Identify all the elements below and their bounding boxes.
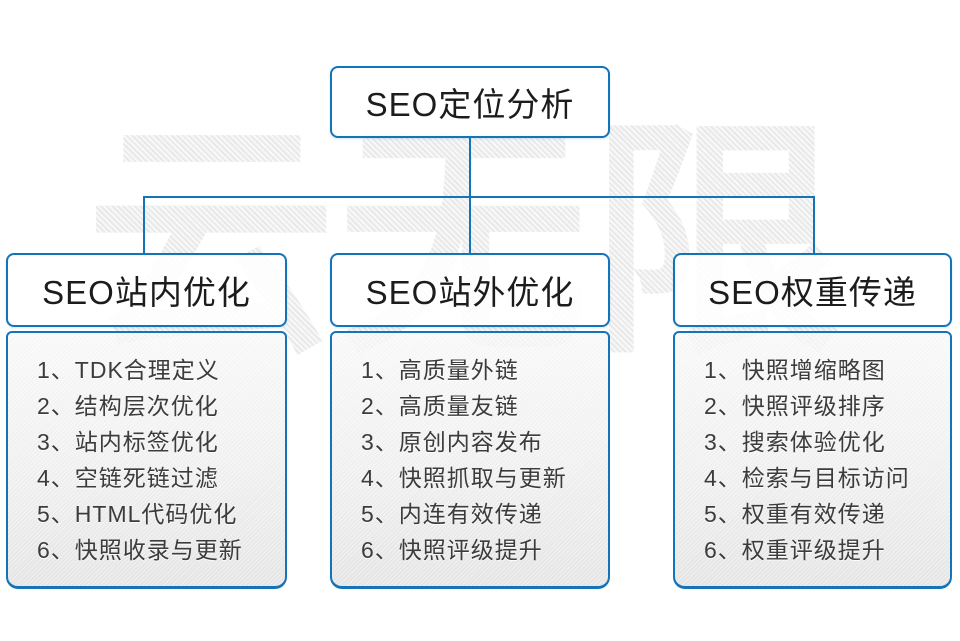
- connector-right-drop: [813, 196, 815, 254]
- connector-middle-drop: [469, 196, 471, 254]
- branch-node-label: SEO站内优化: [42, 274, 251, 311]
- list-item: 4、空链死链过滤: [37, 465, 219, 491]
- list-item: 1、TDK合理定义: [37, 357, 220, 383]
- branch-node-weight: SEO权重传递: [673, 253, 952, 327]
- list-item: 4、快照抓取与更新: [361, 465, 567, 491]
- connector-horizontal-bus: [143, 196, 815, 198]
- list-item: 1、高质量外链: [361, 357, 519, 383]
- list-item: 2、快照评级排序: [704, 393, 886, 419]
- branch-node-label: SEO站外优化: [365, 274, 575, 311]
- branch-column-offsite: SEO站外优化 1、高质量外链 2、高质量友链 3、原创内容发布 4、快照抓取与…: [330, 253, 610, 589]
- onsite-item-panel: 1、TDK合理定义 2、结构层次优化 3、站内标签优化 4、空链死链过滤 5、H…: [6, 331, 287, 589]
- list-item: 6、快照收录与更新: [37, 537, 243, 563]
- weight-item-panel: 1、快照增缩略图 2、快照评级排序 3、搜索体验优化 4、检索与目标访问 5、权…: [673, 331, 952, 589]
- connector-root-vertical: [469, 138, 471, 197]
- list-item: 2、结构层次优化: [37, 393, 219, 419]
- list-item: 6、权重评级提升: [704, 537, 886, 563]
- branch-column-onsite: SEO站内优化 1、TDK合理定义 2、结构层次优化 3、站内标签优化 4、空链…: [6, 253, 287, 589]
- branch-column-weight: SEO权重传递 1、快照增缩略图 2、快照评级排序 3、搜索体验优化 4、检索与…: [673, 253, 952, 589]
- list-item: 2、高质量友链: [361, 393, 519, 419]
- list-item: 3、原创内容发布: [361, 429, 543, 455]
- branch-node-onsite: SEO站内优化: [6, 253, 287, 327]
- list-item: 3、搜索体验优化: [704, 429, 886, 455]
- connector-left-drop: [143, 196, 145, 254]
- list-item: 5、内连有效传递: [361, 501, 543, 527]
- list-item: 3、站内标签优化: [37, 429, 219, 455]
- list-item: 5、权重有效传递: [704, 501, 886, 527]
- branch-node-label: SEO权重传递: [708, 274, 917, 311]
- list-item: 5、HTML代码优化: [37, 501, 238, 527]
- root-node-label: SEO定位分析: [365, 86, 575, 123]
- branch-node-offsite: SEO站外优化: [330, 253, 610, 327]
- list-item: 1、快照增缩略图: [704, 357, 886, 383]
- root-node-seo-positioning: SEO定位分析: [330, 66, 610, 138]
- list-item: 6、快照评级提升: [361, 537, 543, 563]
- list-item: 4、检索与目标访问: [704, 465, 910, 491]
- offsite-item-panel: 1、高质量外链 2、高质量友链 3、原创内容发布 4、快照抓取与更新 5、内连有…: [330, 331, 610, 589]
